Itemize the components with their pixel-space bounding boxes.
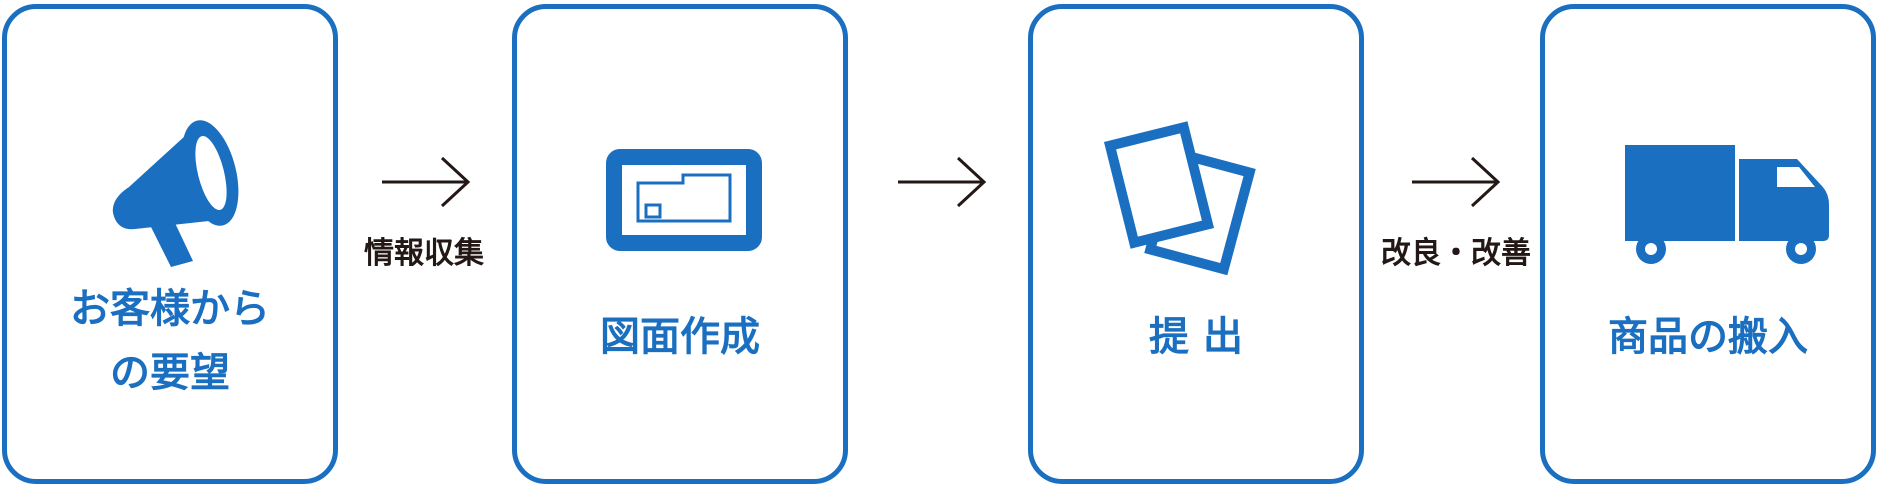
step-card-customer-request: お客様から の要望 [2,4,338,484]
arrow-right-icon [898,156,987,208]
delivery-truck-icon [1625,145,1829,264]
step-label: 商品の搬入 [1608,314,1808,360]
step-card-drawing-creation: 図面作成 [512,4,848,484]
connector-label-information-gathering: 情報収集 [364,236,484,271]
drawing-board-icon [606,149,762,251]
step-card-submission: 提 出 [1028,4,1364,484]
arrow-right-icon [1412,156,1501,208]
connector-arrow [892,150,992,210]
step-label-line-1: お客様から [70,286,270,332]
connector-label-improvement: 改良・改善 [1381,236,1531,271]
step-label-line-2: の要望 [110,350,230,396]
connector-information-gathering [376,150,476,210]
connector-improvement [1406,150,1506,210]
step-label: 提 出 [1149,314,1243,360]
step-card-product-delivery: 商品の搬入 [1540,4,1876,484]
arrow-right-icon [382,156,471,208]
step-label: 図面作成 [600,314,760,360]
documents-icon [1103,121,1256,276]
megaphone-icon [112,120,239,267]
